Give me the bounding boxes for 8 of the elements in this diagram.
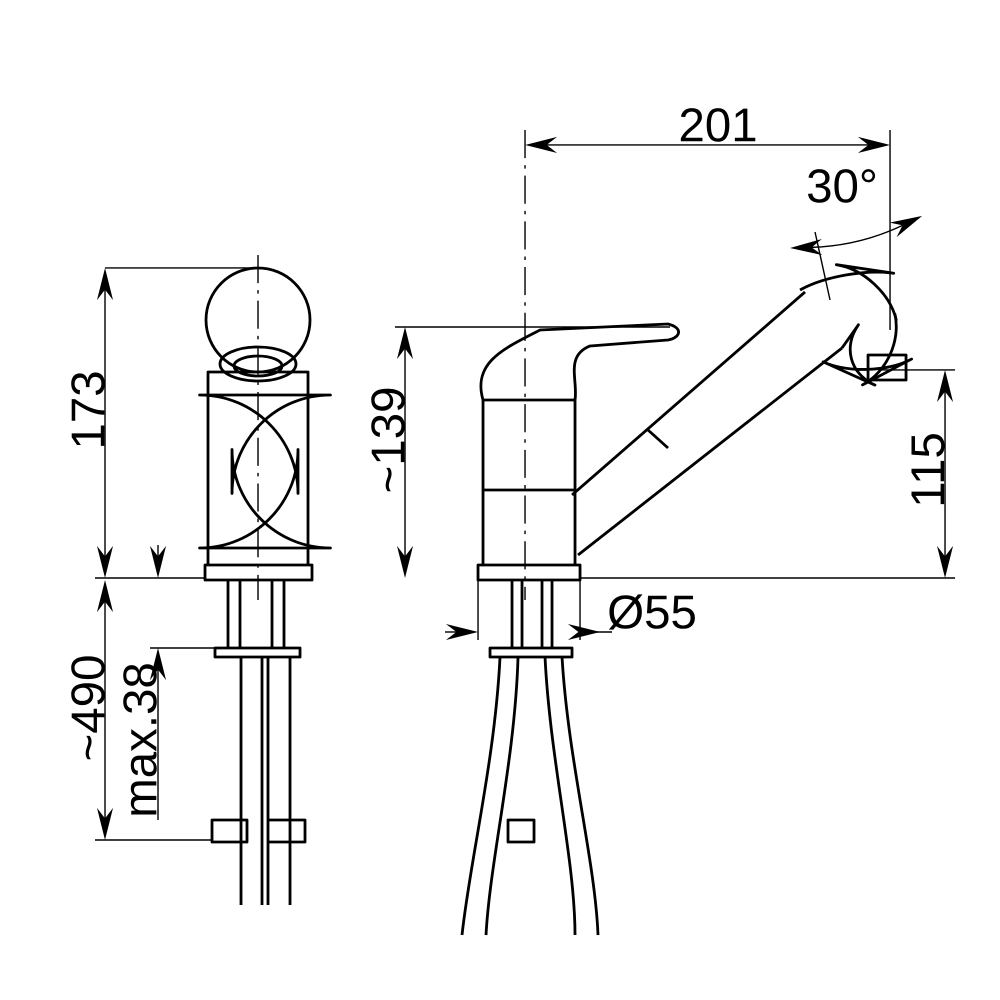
dimension-label: ~139 [371,388,405,492]
dimension-label: Ø55 [608,594,695,630]
dimension-label: 115 [912,434,945,504]
dimension-label: 173 [71,372,105,446]
dimension-label: 201 [680,108,756,142]
dimension-label: 30° [808,169,876,203]
dimension-label: ~490 [71,656,105,760]
dimension-label: max.38 [123,664,157,815]
